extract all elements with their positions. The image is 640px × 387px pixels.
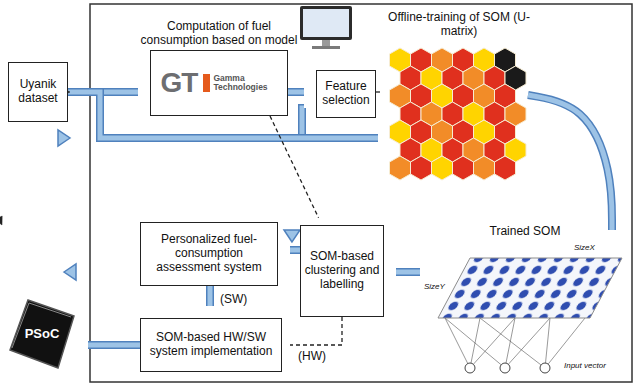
- som-grid-part: [445, 318, 585, 368]
- arrow-outline: [290, 246, 300, 254]
- computer-icon-part: [312, 46, 340, 49]
- logo-text: Gamma Technologies: [203, 74, 277, 93]
- u-matrix-hexes-part: [411, 156, 432, 180]
- outer-frame: [90, 4, 632, 382]
- u-matrix-hexes-part: [474, 156, 495, 180]
- u-matrix-hexes: [390, 48, 527, 180]
- dashed-line: [290, 317, 342, 345]
- dimension-label: Input vector: [562, 362, 608, 371]
- arrow-fill: [290, 248, 300, 253]
- arrow-outline: [88, 341, 140, 349]
- node-text: SOM-based HW/SW system implementation: [144, 331, 278, 359]
- som-grid-part-part: [480, 318, 545, 368]
- panel-heading: Trained SOM: [465, 225, 585, 239]
- som-grid-part-part: [470, 318, 480, 368]
- process-box: Personalized fuel-consumption assessment…: [140, 222, 278, 286]
- som-grid-part-part: [505, 318, 515, 368]
- arrow-outline: [396, 268, 420, 276]
- edge-label: (HW): [296, 350, 328, 363]
- som-grid-part-part: [505, 318, 550, 368]
- som-grid-part-part: [470, 318, 515, 368]
- u-matrix-hexes-part: [432, 156, 453, 180]
- computer-icon-part: [322, 40, 330, 46]
- arrow-head: [0, 216, 2, 225]
- model-box: Computation of fuel consumption based on…: [150, 50, 288, 116]
- som-grid-part-part: [445, 318, 505, 368]
- logo-text: GT: [161, 67, 198, 99]
- chip-label: PSoC: [25, 327, 60, 342]
- arrow-head: [58, 130, 70, 146]
- arrow-fill: [288, 90, 304, 95]
- som-grid-part: [438, 258, 622, 318]
- u-matrix-hexes-part: [390, 156, 411, 180]
- u-matrix-panel: Offline-training of SOM (U-matrix): [390, 42, 528, 192]
- som-grid: [438, 258, 622, 373]
- som-grid-part-part: [545, 318, 585, 368]
- dashed-line: [270, 116, 319, 218]
- computer-icon-part: [300, 6, 352, 40]
- arrow-fill: [208, 286, 213, 306]
- dataset-box: Uyanik dataset: [8, 62, 68, 122]
- dimension-label: SizeY: [422, 283, 447, 292]
- dashed-line: [376, 91, 382, 92]
- som-grid-part: [500, 363, 510, 373]
- arrow-outline: [528, 95, 612, 230]
- arrow-outline: [288, 88, 304, 96]
- node-text: SOM-based clustering and labelling: [304, 250, 380, 291]
- u-matrix-hexes-part: [495, 156, 516, 180]
- som-grid-part: [465, 363, 475, 373]
- node-text: Uyanik dataset: [12, 78, 64, 106]
- chip-edge: [12, 303, 71, 348]
- panel-heading: Offline-training of SOM (U-matrix): [384, 11, 534, 39]
- psoc-chip: PSoC: [8, 298, 76, 370]
- arrow-outline: [206, 286, 214, 306]
- arrow-fill: [88, 343, 140, 348]
- dashed-arrow: [0, 116, 319, 225]
- som-grid-part-part: [445, 318, 470, 368]
- process-box: Feature selection: [316, 70, 376, 118]
- dimension-label: SizeX: [572, 244, 597, 253]
- som-grid-part: [540, 363, 550, 373]
- u-matrix-hexes-part: [453, 156, 474, 180]
- computer-icon-part: [303, 9, 349, 37]
- node-text: Personalized fuel-consumption assessment…: [144, 233, 274, 274]
- edge-label: (SW): [218, 293, 249, 306]
- panel-heading: Computation of fuel consumption based on…: [139, 20, 299, 48]
- trained-som-panel: Trained SOM: [420, 242, 630, 380]
- process-box: SOM-based clustering and labelling: [300, 225, 384, 317]
- arrow-fill: [528, 95, 612, 230]
- computer-icon: [300, 6, 352, 49]
- node-text: Feature selection: [320, 80, 372, 108]
- process-box: SOM-based HW/SW system implementation: [140, 318, 282, 372]
- chip-body: [10, 300, 74, 368]
- arrow-head: [64, 264, 76, 280]
- arrow-head: [284, 230, 300, 242]
- som-grid-part-part: [545, 318, 550, 368]
- arrow-fill: [396, 270, 420, 275]
